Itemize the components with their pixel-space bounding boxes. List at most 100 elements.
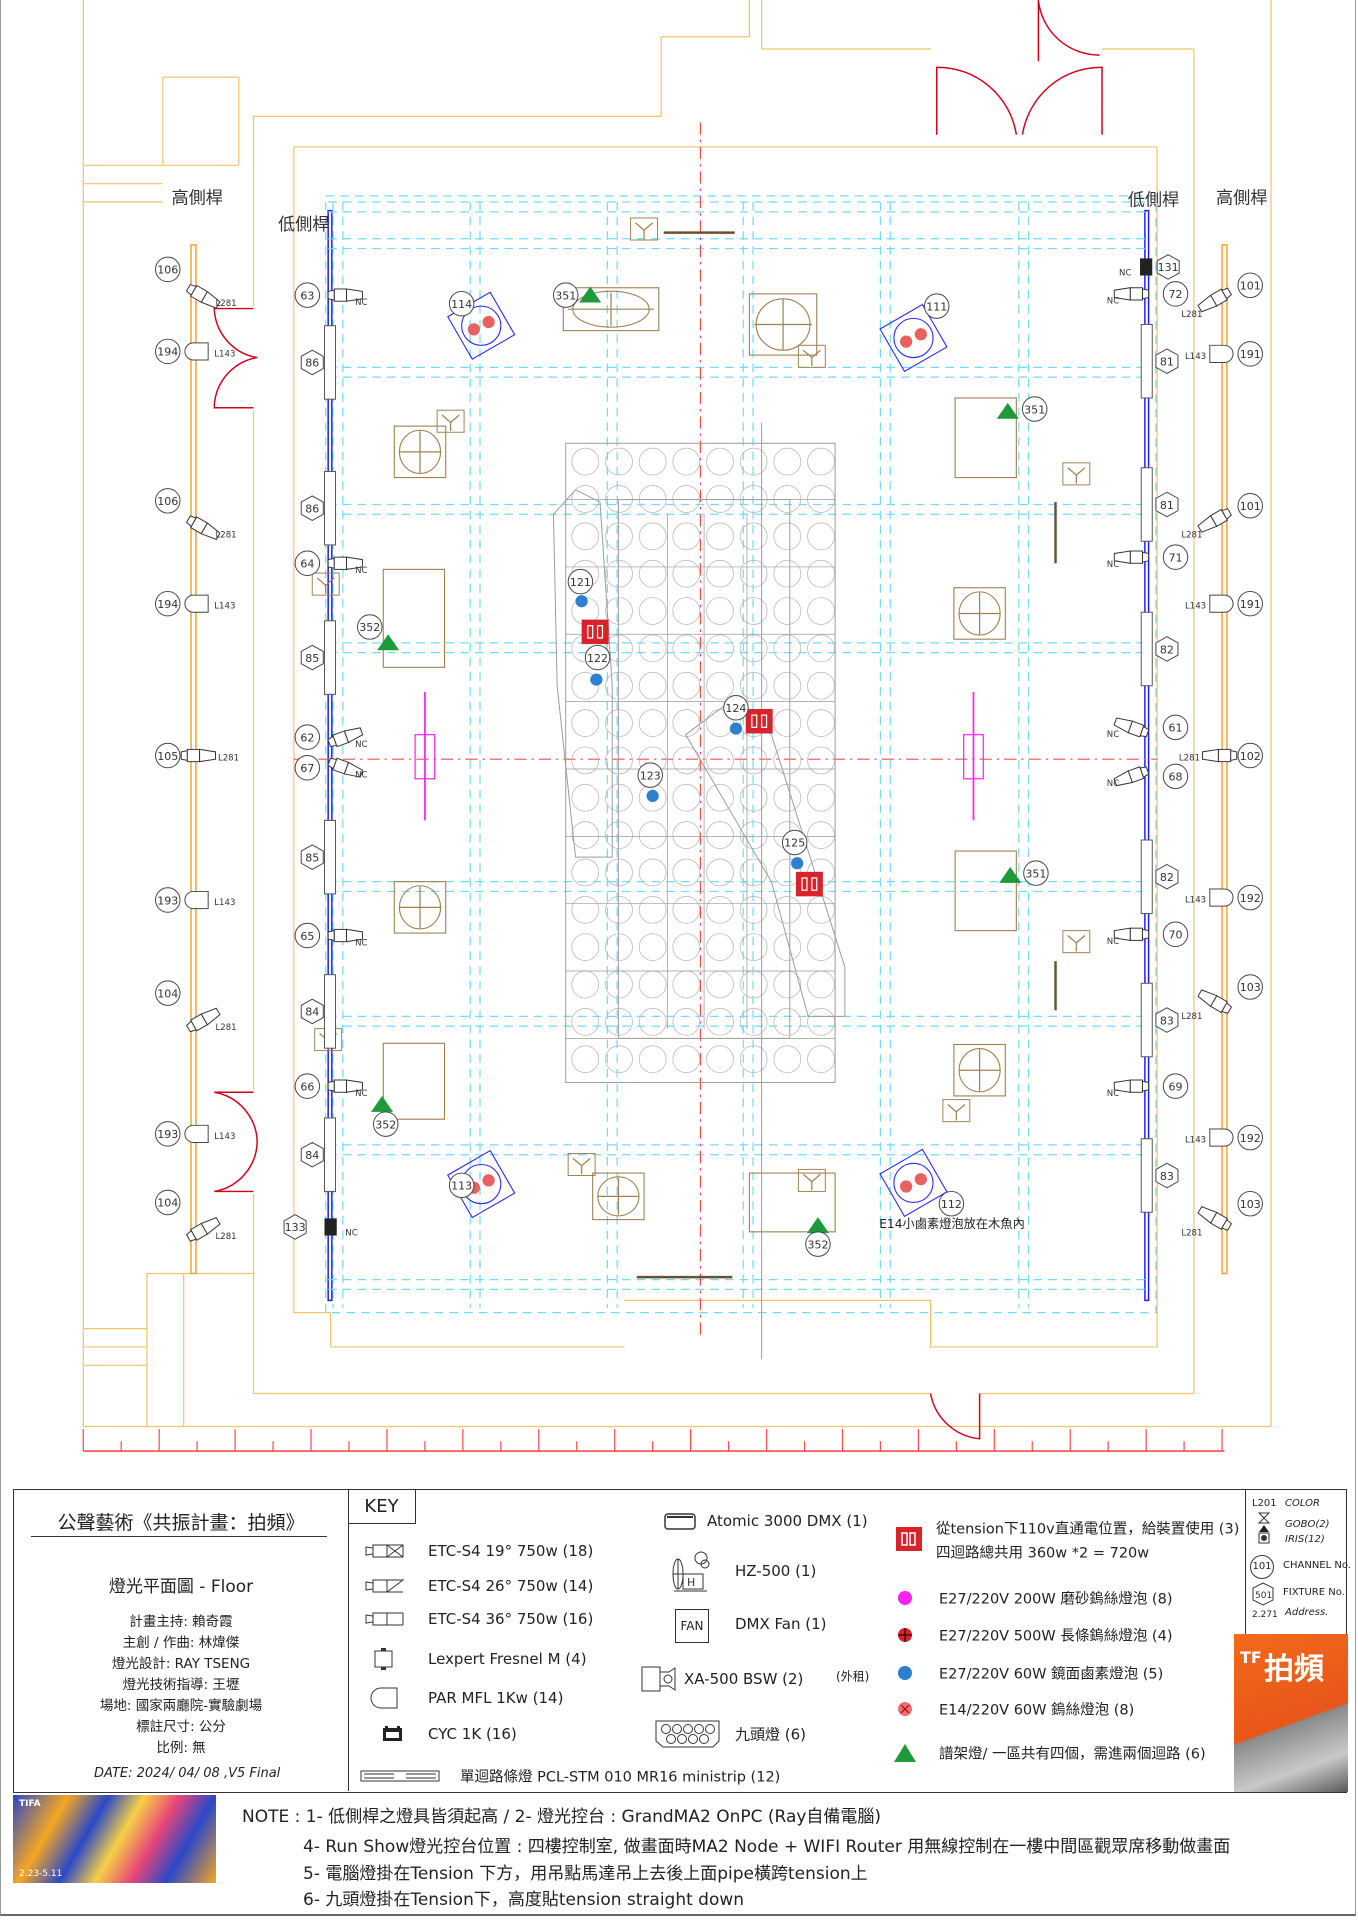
channel-number: 101 [1240, 500, 1261, 513]
ministrip-icon [1140, 1138, 1153, 1213]
nine-head-box [311, 572, 340, 596]
focus-label: NC [1107, 560, 1119, 570]
spot-body [1217, 748, 1232, 763]
channel-circle [723, 695, 749, 721]
channel-circle [1023, 860, 1049, 886]
nine-head-mark [316, 577, 335, 594]
tension-cell [571, 746, 600, 775]
stand-light-icon [996, 402, 1019, 419]
credit-line: 比例: 無 [156, 1740, 206, 1756]
focus-label: NC [1107, 730, 1119, 740]
par-can-icon [1209, 344, 1234, 363]
tension-cell [739, 447, 768, 476]
focus-label: L143 [1185, 602, 1206, 612]
channel-number: 65 [300, 930, 314, 943]
fixture-number: 84 [305, 1006, 319, 1019]
tension-cell [571, 1008, 600, 1036]
focus-label: L281 [216, 299, 237, 309]
channel-circle [1237, 590, 1263, 617]
e14-bulb-icon [900, 1180, 913, 1193]
channel-circle [294, 922, 321, 949]
svg-text:H: H [687, 1576, 695, 1589]
focus-label: NC [355, 771, 367, 781]
cyc-light-icon [324, 1218, 337, 1236]
tension-cell [807, 559, 835, 588]
channel-circle [448, 290, 475, 317]
focus-label: L281 [216, 531, 237, 541]
tension-cell [706, 858, 734, 887]
tension-cell [605, 671, 633, 700]
credit-line: 燈光技術指導: 王壢 [122, 1677, 240, 1693]
channel-circle [938, 1190, 965, 1217]
tension-cell [605, 783, 633, 812]
etc-s4-19-icon [365, 1544, 404, 1558]
low-pipe-label-left: 低側桿 [278, 215, 329, 235]
outlet [811, 877, 818, 891]
ellipsoidal-spot-icon [1197, 287, 1233, 313]
ellipsoidal-spot-icon [1197, 1206, 1233, 1231]
ellipsoidal-spot-icon [185, 1217, 221, 1242]
tension-cell [672, 1045, 701, 1074]
focus-label: L281 [1181, 1012, 1202, 1022]
nine-head-mark [441, 414, 460, 432]
tension-cell [739, 746, 768, 775]
tension-cell [672, 933, 701, 961]
fixture-number: 81 [1160, 499, 1174, 512]
lighting-floor-plan: 高側桿高側桿低側桿低側桿E14小鹵素燈泡放在木魚內L281106L143194L… [82, 0, 1272, 1452]
set-piece-box [748, 1172, 836, 1233]
tension-cell [706, 522, 734, 551]
fixture-hex [300, 644, 324, 671]
note-line: 6- 九頭燈掛在Tension下，高度貼tension straight dow… [303, 1890, 745, 1910]
ellipsoidal-spot-icon [327, 928, 363, 943]
tension-cell [773, 1045, 802, 1074]
ministrip-icon [324, 620, 337, 695]
mirror-bulb-icon [729, 722, 743, 735]
credit-line: 標註尺寸: 公分 [136, 1719, 226, 1735]
tension-cell [605, 597, 633, 625]
focus-label: L143 [1185, 895, 1206, 905]
key-label: ETC-S4 19° 750w (18) [428, 1542, 594, 1560]
channel-circle [155, 742, 181, 769]
spot-body [333, 556, 348, 570]
fixture-hex [1155, 491, 1179, 518]
channel-circle [567, 568, 594, 595]
stand-light-icon [806, 1217, 829, 1234]
nine-head-box [630, 217, 659, 241]
ellipsoidal-spot-icon [1113, 550, 1150, 564]
channel-circle [372, 1111, 399, 1137]
spot-lens [1141, 288, 1150, 300]
key-label: PAR MFL 1Kw (14) [428, 1689, 564, 1707]
fixture-number: 86 [305, 502, 319, 515]
spot-lens [327, 289, 335, 301]
tension-cell [672, 970, 701, 999]
filament-bulb-frame [414, 734, 436, 780]
fixture-number: 85 [305, 851, 319, 864]
tension-cell [672, 559, 701, 588]
tension-cell [605, 821, 633, 849]
tension-cell [807, 746, 835, 775]
address-label: Address. [1285, 1607, 1329, 1618]
ministrip-icon [324, 1117, 337, 1192]
e14-bulb-icon [482, 315, 495, 329]
ellipsoidal-spot-icon [327, 1079, 363, 1093]
high-pipe-label-right: 高側桿 [1216, 188, 1267, 208]
ellipsoidal-spot-icon [180, 748, 217, 763]
spot-barrel [346, 1079, 363, 1093]
ellipsoidal-spot-icon [1197, 508, 1233, 533]
note-line: NOTE : 1- 低側桿之燈具皆須起高 / 2- 燈光控台 : GrandMA… [242, 1807, 882, 1827]
fixture-number: 133 [285, 1221, 306, 1234]
moving-light-truss [685, 697, 846, 1017]
tension-power-box [581, 619, 609, 645]
book-cover-image: TF 拍頻 [1234, 1634, 1348, 1792]
tension-cell [807, 597, 835, 625]
tension-cell [571, 895, 600, 924]
channel-number: 64 [300, 558, 314, 571]
channel-number: 66 [300, 1080, 314, 1093]
nine-head-box [1062, 462, 1091, 486]
tension-cell [571, 821, 600, 849]
nine-head-mark [635, 222, 654, 239]
spot-barrel [1197, 1206, 1218, 1224]
book-brand: TF [1240, 1648, 1262, 1667]
wooden-fish-box [879, 1148, 948, 1218]
outlet [587, 625, 594, 639]
